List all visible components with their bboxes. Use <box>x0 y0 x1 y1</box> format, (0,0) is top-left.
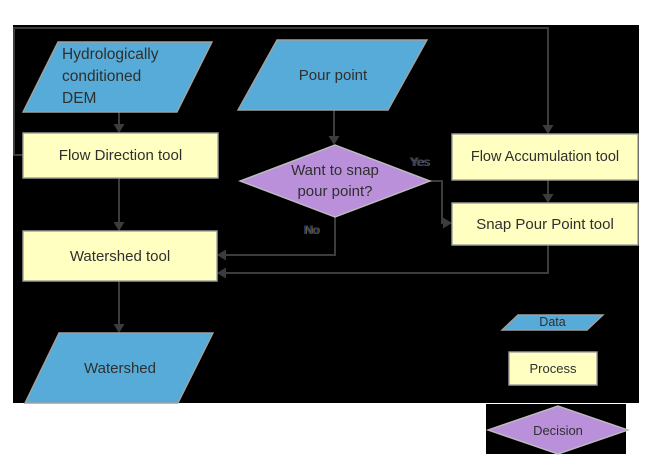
arrowhead-into-flowaccumulation <box>542 125 554 134</box>
arrowhead-no-into-watershedtool <box>217 249 226 261</box>
arrowheads <box>113 124 554 333</box>
snap-pour-point-rect-shape <box>451 202 639 246</box>
edge-decision-yes-to-snappourpoint <box>430 180 444 224</box>
pour-point-parallelogram-shape <box>236 39 429 111</box>
flow-accumulation-rect-shape <box>451 133 639 181</box>
decision-diamond-shape <box>238 144 432 218</box>
edge-decision-no-to-watershedtool <box>225 217 336 256</box>
edge-flowdirection-to-flowaccumulation <box>13 27 549 156</box>
arrowhead-yes-into-snappourpoint <box>443 217 452 229</box>
legend-data-parallelogram-shape <box>500 314 605 331</box>
data-shapes <box>21 39 605 404</box>
arrowhead-into-decision <box>328 136 340 145</box>
legend-process-rect-shape <box>508 351 598 386</box>
arrowhead-into-snappourpoint-top <box>542 194 554 203</box>
legend-decision-diamond-shape <box>485 405 631 455</box>
decision-shapes <box>238 144 631 455</box>
dem-parallelogram-shape <box>21 41 214 113</box>
flow-direction-rect-shape <box>22 132 219 179</box>
arrowhead-into-watershedtool <box>113 222 125 231</box>
edge-snappourpoint-to-watershedtool <box>225 245 549 274</box>
arrowhead-into-flowdirection <box>113 124 125 133</box>
watershed-tool-rect-shape <box>22 230 218 282</box>
arrowhead-into-watershed <box>113 324 125 333</box>
arrowhead-snap-into-watershedtool <box>217 267 226 279</box>
watershed-parallelogram-shape <box>23 332 215 404</box>
process-shapes <box>22 132 639 386</box>
